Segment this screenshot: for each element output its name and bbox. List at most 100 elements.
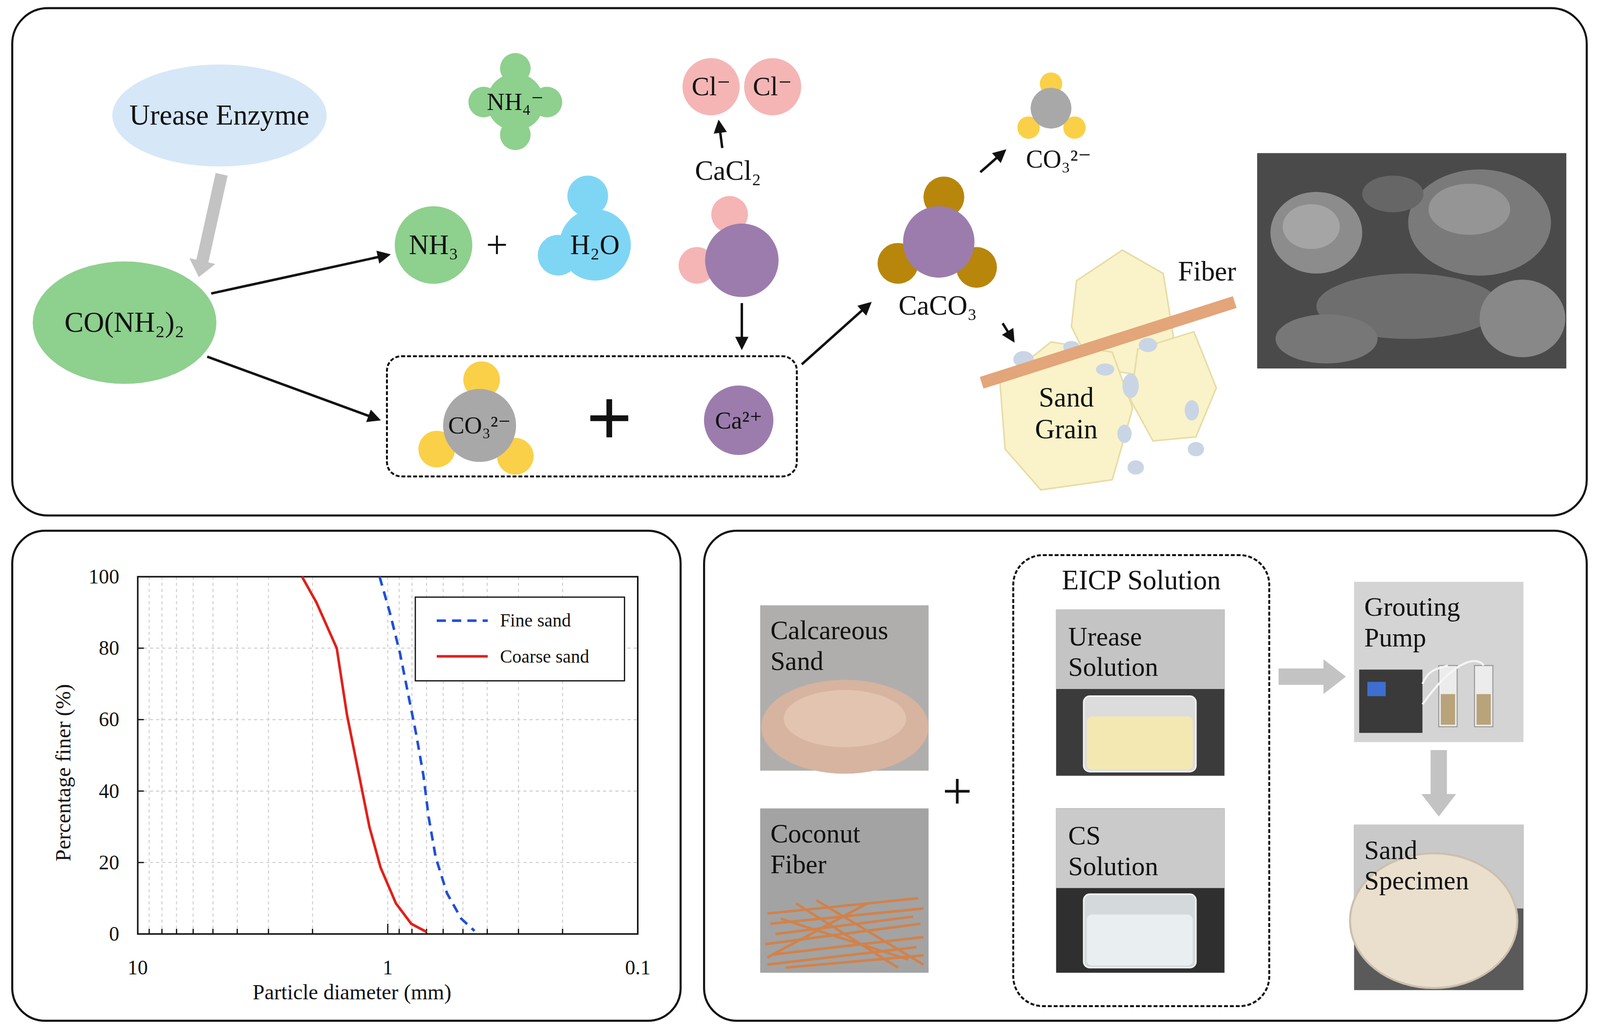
arrow-connector [980,149,1007,173]
fiber-strand [981,301,1235,383]
arrow-line [207,356,370,417]
arrow-connector [801,301,872,365]
tick-label: 10 [127,955,149,980]
arrow-connector [735,302,749,350]
shape-fill [682,58,740,116]
urease-solution-photo [1056,609,1225,776]
calcium-carbonate-molecule [877,176,997,288]
photo-panel: Sand Specimen [1354,824,1524,990]
photo-panel: CS Solution [1058,810,1227,975]
ammonium-cluster [468,53,563,150]
arrow-line [980,157,998,172]
node-text: Calcareous Sand [770,615,919,677]
node-text: CO(NH₂)₂ [64,305,185,339]
tick-label: 20 [98,850,120,875]
molecule-group: CaCO₃ [875,175,1001,324]
ion-circle: Cl⁻ [682,58,740,116]
node-text: CaCl₂ [694,154,762,187]
node-text: Sand Grain [1017,381,1115,446]
legend-sample [436,655,488,658]
legend-sample [436,618,488,622]
legend-box [415,597,625,681]
node-text: Cl⁻ [752,71,792,102]
arrow-head [857,301,872,316]
node-text: CaCO₃ [898,289,978,322]
part-label: Fiber [1177,255,1237,288]
shape-fill [112,64,327,167]
node-text: Urease Enzyme [129,98,310,132]
node-text: EICP Solution [1062,564,1221,597]
photo-panel: Calcareous Sand [760,605,929,771]
node-text: CO₃²⁻ [448,411,512,440]
arrow-head [713,119,727,134]
plus-sign: + [942,760,973,822]
photo-panel: Grouting Pump [1354,581,1524,743]
node-text: CS Solution [1068,820,1181,882]
node-text: NH₃ [408,229,459,261]
arrow-head [735,336,749,350]
tick-label: 1 [382,955,393,980]
node-text: NH₄⁻ [487,87,544,117]
panel-frame [12,530,681,1021]
chart-ticks [137,647,563,934]
molecule-circle: H₂O [559,209,631,281]
carbonate-molecule [1017,72,1086,139]
arrow-line [801,309,863,364]
block-arrow [189,172,228,278]
chart-frame [137,576,638,934]
arrow-head [366,409,382,423]
arrow-line [720,131,723,149]
legend-text: Coarse sand [499,645,590,667]
grouting-pump-photo [1354,581,1524,743]
tick-label: 0 [108,921,120,946]
ion-circle: Cl⁻ [744,58,802,116]
node-text: Sand Specimen [1364,834,1508,896]
coarse-sand-curve [301,576,427,932]
arrow-line [211,256,379,294]
legend-text: Fine sand [499,609,571,631]
carbonate-atoms [418,361,534,475]
node-text: Coconut Fiber [770,818,914,880]
arrow-connector [207,356,382,423]
shape-fill [559,209,631,281]
ion-circle: CO₃²⁻ [443,388,516,462]
sand-specimen-photo [1349,824,1524,990]
plus-sign: + [585,371,633,466]
node-text: Ca²⁺ [714,406,763,435]
arrow-line [740,302,744,338]
tick-label: 60 [98,707,120,731]
shape-fill [744,58,802,116]
ion-circle: Ca²⁺ [704,385,774,455]
tick-label: 80 [98,636,120,660]
arrow-connector [189,172,228,278]
calcium-chloride-molecule [678,195,779,298]
molecule-group: CO₃²⁻ [1010,69,1108,176]
arrow-connector [1421,749,1457,817]
shape-fill [704,385,774,455]
arrow-connector [713,119,727,149]
node-text: Grouting Pump [1364,591,1508,653]
panel-frame [704,530,1587,1021]
arrow-head [376,250,391,264]
shape-fill [443,388,516,462]
arrow-connector [211,250,391,294]
shape-fill [394,206,473,284]
coconut-fiber-photo [760,808,929,973]
node-text: Cl⁻ [691,71,731,102]
arrow-head [1002,327,1015,343]
molecule-circle: NH₃ [394,206,473,284]
node-text: CO₃²⁻ [1025,144,1092,174]
arrow-connector [1002,323,1015,343]
chart-grid [137,576,638,934]
arrow-connector [1278,659,1346,694]
panel-frame [12,8,1587,516]
shape-fill [32,261,217,384]
urea-ellipse: CO(NH₂)₂ [32,261,217,384]
node-text: H₂O [570,229,620,261]
tick-label: 40 [98,779,120,803]
node-text: Urease Solution [1068,621,1212,683]
calcareous-sand-photo [760,605,929,774]
photo-panel: Coconut Fiber [760,808,929,973]
solution-group: EICP SolutionUrease Solution CS Solution [1012,554,1271,1007]
